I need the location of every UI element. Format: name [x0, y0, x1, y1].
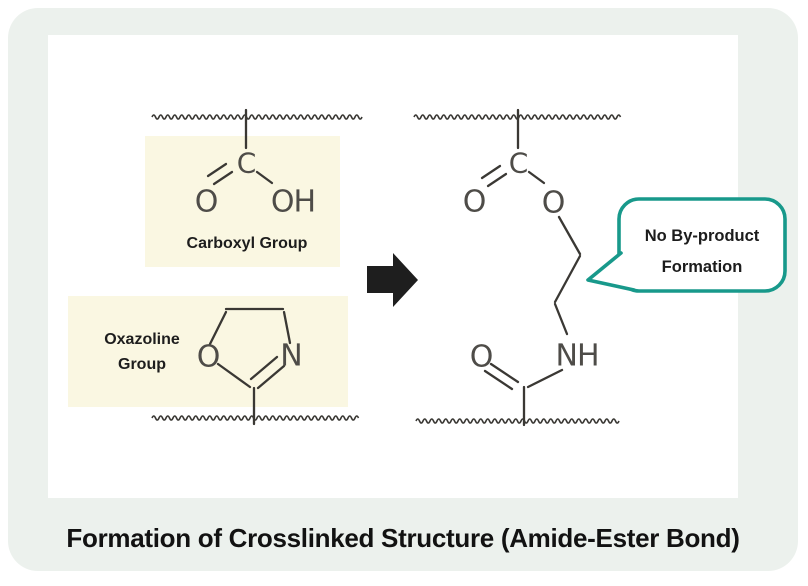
carboxyl-atom-o: O: [194, 184, 219, 220]
oxazoline-highlight: [68, 296, 348, 407]
carboxyl-atom-c: C: [236, 146, 257, 180]
oxazoline-group-label-line2: Group: [118, 356, 166, 373]
product-atom-o-carbonyl: O: [462, 184, 487, 220]
oxazoline-group-label-line1: Oxazoline: [104, 331, 180, 348]
carboxyl-group-label: Carboxyl Group: [186, 235, 308, 252]
callout-text: No By-product Formation: [619, 199, 785, 291]
callout-line2: Formation: [661, 257, 743, 276]
product-atom-nh: NH: [555, 338, 600, 374]
callout-line1: No By-product: [644, 226, 760, 245]
figure-caption: Formation of Crosslinked Structure (Amid…: [66, 523, 740, 553]
oxazoline-atom-n: N: [280, 338, 302, 374]
carboxyl-atom-oh: OH: [270, 184, 316, 220]
product-atom-c: C: [508, 146, 529, 180]
oxazoline-atom-o: O: [196, 339, 221, 375]
product-atom-o-ester: O: [541, 185, 566, 221]
carboxyl-highlight: [145, 136, 340, 267]
product-atom-o-amide: O: [469, 339, 494, 375]
